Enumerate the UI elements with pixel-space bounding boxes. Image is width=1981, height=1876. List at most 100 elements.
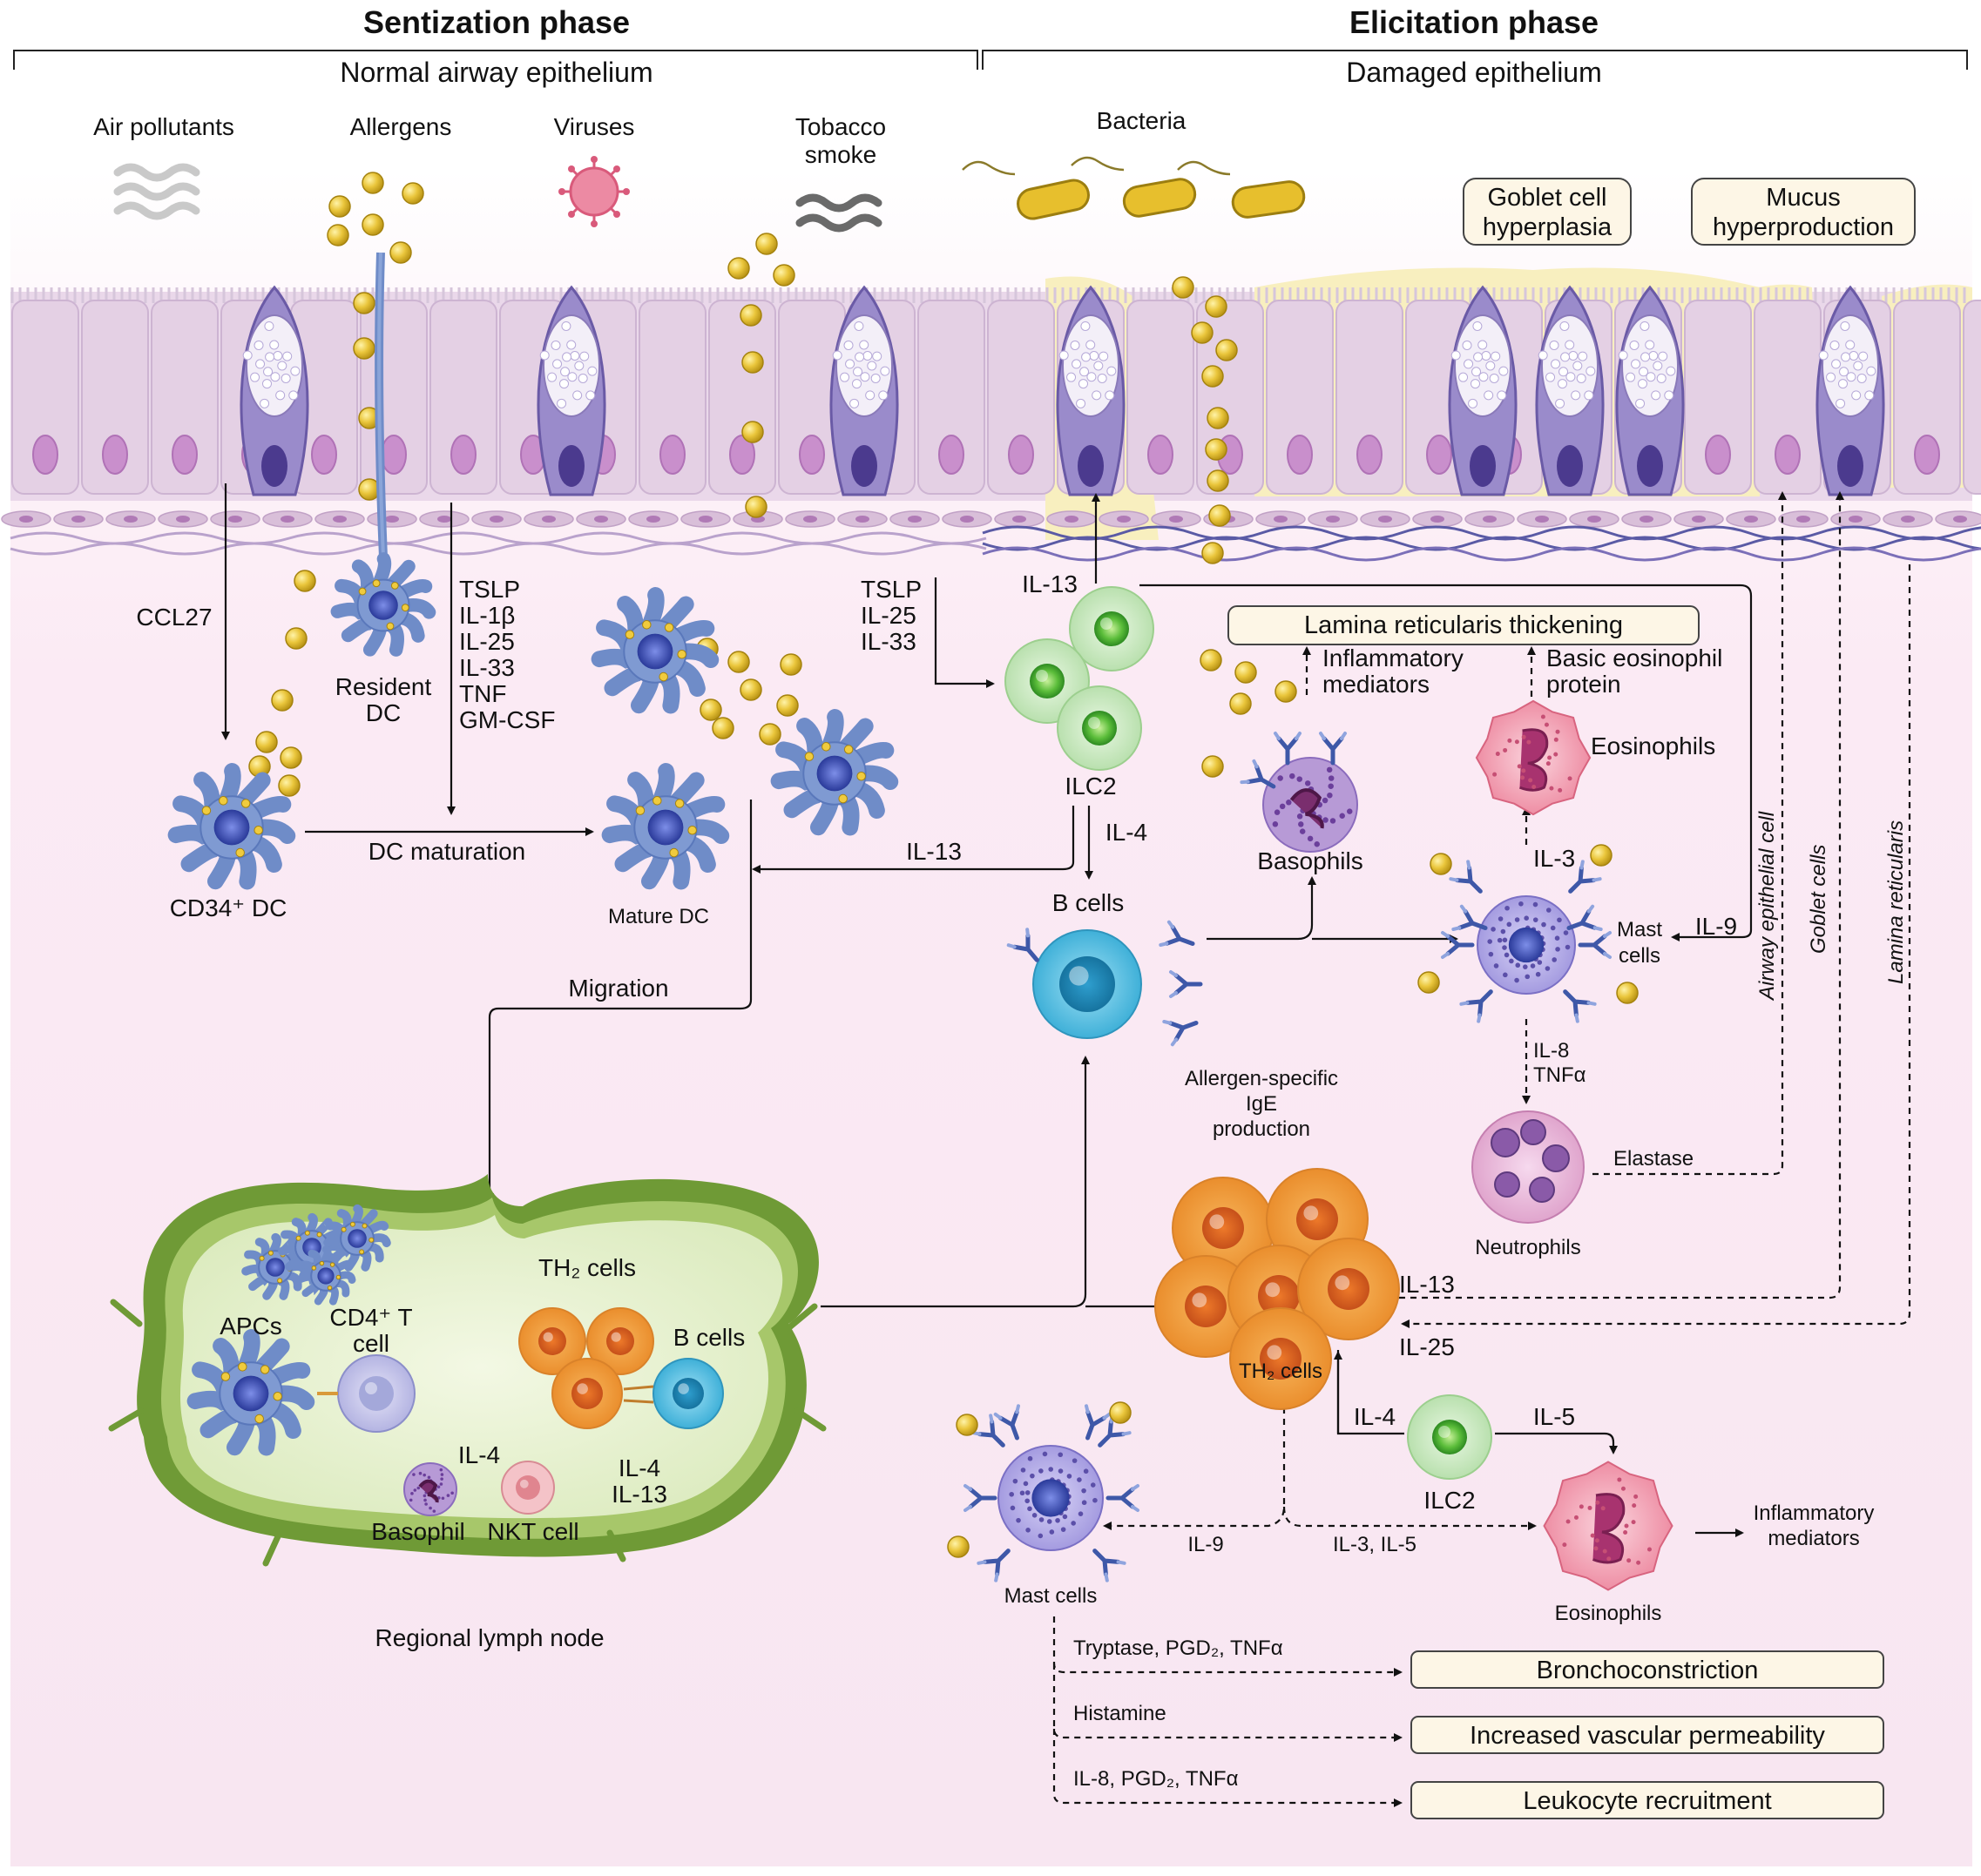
- ilc2-cell: [1407, 1394, 1492, 1480]
- mast-cells-label-2: cells: [1619, 944, 1660, 968]
- cytokine-label: GM-CSF: [459, 706, 555, 733]
- cell-nucleus: [1426, 435, 1452, 475]
- cytokine-label: TNF: [459, 680, 506, 707]
- cytokine-label: IL-33: [861, 628, 916, 655]
- allergen-particle: [1201, 542, 1224, 564]
- ige-antibody: [977, 1549, 1011, 1582]
- inflammatory-mediators-label-1: Inflammatory: [1322, 644, 1464, 671]
- il25-th2-label: IL-25: [1399, 1333, 1455, 1360]
- il13-th2-label: IL-13: [1399, 1271, 1455, 1298]
- dendritic-cell: [591, 587, 720, 714]
- resident-dc: [375, 252, 388, 558]
- cytokine-label: TSLP: [861, 576, 922, 603]
- allergen-particle: [700, 698, 722, 721]
- ilc2-cell: [1057, 685, 1142, 771]
- tobacco-smoke-icon: [795, 193, 882, 233]
- cell-nucleus: [381, 435, 407, 475]
- cell-nucleus: [1078, 445, 1104, 487]
- air-pollutants-icon: [113, 163, 200, 220]
- ige-antibody: [1085, 1404, 1112, 1441]
- apcs-label: APCs: [220, 1313, 282, 1340]
- allergen-particle: [1200, 649, 1222, 671]
- inflammatory-bottom-label-2: mediators: [1768, 1527, 1859, 1550]
- columnar-cell: [708, 300, 776, 495]
- cell-nucleus: [32, 435, 58, 475]
- il4-ilc2-label: IL-4: [1354, 1403, 1396, 1430]
- b-cells-ln-label: B cells: [673, 1324, 745, 1351]
- cytokine-label: IL-25: [459, 628, 515, 655]
- il13-top-label: IL-13: [1022, 570, 1078, 597]
- mast-cells-bottom-label: Mast cells: [1004, 1584, 1098, 1608]
- ilc2-bottom-label: ILC2: [1423, 1487, 1475, 1514]
- cell-nucleus: [1470, 445, 1496, 487]
- il3-label: IL-3: [1533, 845, 1575, 872]
- ige-antibody: [1274, 732, 1302, 766]
- outcome-effect-1: Bronchoconstriction: [1537, 1657, 1759, 1684]
- cell-nucleus: [450, 435, 477, 475]
- il4-il13-ln-label-2: IL-13: [612, 1481, 667, 1508]
- cell-nucleus: [1837, 445, 1863, 487]
- allergen-particle: [741, 351, 764, 374]
- cytokine-label: IL-1β: [459, 602, 515, 629]
- cell-nucleus: [659, 435, 686, 475]
- allergen-particle: [773, 264, 795, 287]
- b-cell: [1032, 929, 1142, 1039]
- cytokine-label: IL-25: [861, 602, 916, 629]
- basic-eos-protein-label-2: protein: [1546, 671, 1621, 698]
- ige-antibody: [1105, 1484, 1139, 1512]
- columnar-cell: [1266, 300, 1334, 495]
- sensitization-title: Sentization phase: [363, 4, 630, 40]
- mature-dc-label: Mature DC: [608, 905, 709, 928]
- cell-nucleus: [1008, 435, 1034, 475]
- neutrophil: [1471, 1110, 1585, 1224]
- cell-nucleus: [851, 445, 877, 487]
- b-cells-label: B cells: [1052, 889, 1124, 916]
- allergen-particle: [1417, 971, 1440, 994]
- allergen-particle: [327, 224, 349, 246]
- resident-dc-label-2: DC: [366, 699, 401, 726]
- cell-nucleus: [1557, 445, 1583, 487]
- allergen-particle: [353, 292, 375, 314]
- columnar-cell: [81, 300, 149, 495]
- cell-nucleus: [172, 435, 198, 475]
- ige-antibody: [1568, 860, 1602, 894]
- mucus-hyperproduction-callout: Mucus hyperproduction: [1691, 178, 1916, 246]
- dendritic-cell: [770, 709, 899, 836]
- outcome-vascular-permeability: Histamine Increased vascular permeabilit…: [1073, 1702, 1884, 1754]
- nkt-cell-label: NKT cell: [487, 1518, 578, 1545]
- lamina-thickening-callout: Lamina reticularis thickening: [1227, 605, 1700, 645]
- dendritic-cell: [186, 1329, 315, 1456]
- ige-antibody: [971, 1414, 1005, 1447]
- allergen-particle: [956, 1414, 978, 1436]
- columnar-cell: [917, 300, 985, 495]
- cell-nucleus: [102, 435, 128, 475]
- b-cell: [652, 1358, 724, 1429]
- columnar-cell: [987, 300, 1055, 495]
- cell-nucleus: [261, 445, 287, 487]
- tobacco-label-2: smoke: [805, 141, 876, 168]
- cell-nucleus: [1775, 435, 1801, 475]
- th2-cell: [1297, 1238, 1400, 1340]
- th2-cell: [551, 1358, 623, 1429]
- columnar-cell: [639, 300, 707, 495]
- columnar-cell: [1126, 300, 1194, 495]
- cd4-t-cell: [337, 1354, 416, 1433]
- migration-label: Migration: [568, 975, 668, 1002]
- mast-cell: [997, 1445, 1104, 1551]
- allergen-particle: [1207, 469, 1229, 492]
- ige-antibody: [1441, 931, 1475, 959]
- elicitation-subtitle: Damaged epithelium: [1346, 57, 1602, 88]
- sensitization-subtitle: Normal airway epithelium: [340, 57, 652, 88]
- th2-cell: [1172, 1177, 1274, 1279]
- cell-nucleus: [1637, 445, 1663, 487]
- ige-antibody: [1006, 928, 1039, 962]
- allergen-particle: [759, 723, 781, 746]
- svg-text:Goblet cell: Goblet cell: [1487, 184, 1606, 212]
- outcome-mediators-1: Tryptase, PGD₂, TNFα: [1073, 1636, 1283, 1660]
- allergen-particle: [1172, 276, 1194, 299]
- il9-bottom-label: IL-9: [1187, 1533, 1223, 1556]
- allergen-particle: [1215, 339, 1238, 361]
